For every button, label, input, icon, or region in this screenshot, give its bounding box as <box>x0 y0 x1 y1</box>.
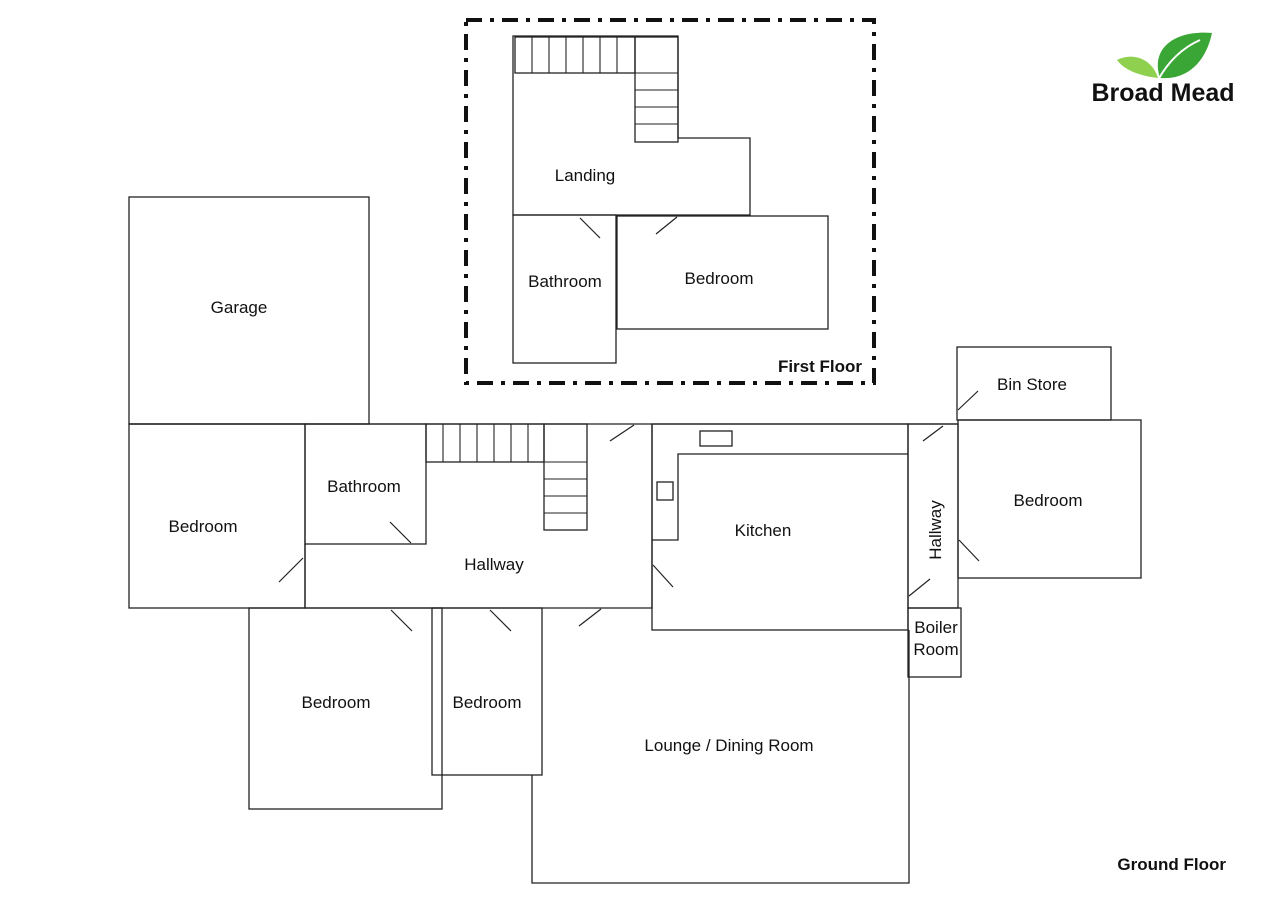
door <box>958 539 980 562</box>
door <box>655 216 678 235</box>
first-floor-bedroom-label: Bedroom <box>685 269 754 288</box>
kitchen-appliance <box>656 481 674 501</box>
door <box>922 425 944 442</box>
first-floor-title: First Floor <box>778 357 862 376</box>
bedroom-east-room <box>957 419 1142 579</box>
first-floor-bathroom-label: Bathroom <box>528 272 602 291</box>
door <box>578 608 602 627</box>
boiler-room-label-line2: Room <box>913 640 958 659</box>
ground-floor-title: Ground Floor <box>1117 855 1226 874</box>
main-hallway-room <box>304 424 653 609</box>
door <box>609 424 635 442</box>
kitchen-worktop <box>652 453 908 541</box>
stair-treads <box>531 37 618 73</box>
bedroom-west-label: Bedroom <box>169 517 238 536</box>
bedroom-south-b-label: Bedroom <box>453 693 522 712</box>
door <box>489 609 512 632</box>
bin-store-label: Bin Store <box>997 375 1067 394</box>
landing-label: Landing <box>555 166 616 185</box>
bedroom-east-label: Bedroom <box>1014 491 1083 510</box>
bedroom-south-b-room <box>431 607 543 776</box>
boiler-room <box>907 607 962 678</box>
first-floor-bedroom-room <box>616 215 829 330</box>
lounge-label: Lounge / Dining Room <box>644 736 813 755</box>
first-floor-frame <box>464 18 876 385</box>
ground-bathroom-room <box>304 423 427 545</box>
door <box>390 609 413 632</box>
lounge-dining-room <box>531 630 910 884</box>
brand-logo: Broad Mead <box>1091 32 1235 107</box>
door <box>652 564 674 588</box>
bedroom-south-a-room <box>248 607 443 810</box>
ground-stairs-horizontal <box>425 423 545 463</box>
stair-treads <box>442 424 529 462</box>
bedroom-west-room <box>128 423 306 609</box>
dark-leaf-icon <box>1157 32 1212 79</box>
ground-bathroom-label: Bathroom <box>327 477 401 496</box>
first-floor-bathroom-room <box>512 214 617 364</box>
boiler-room-label-line1: Boiler <box>914 618 958 637</box>
door <box>957 390 979 411</box>
garage-label: Garage <box>211 298 268 317</box>
stair-treads <box>544 461 587 514</box>
kitchen-label: Kitchen <box>735 521 792 540</box>
leaf-stem-icon <box>1157 39 1201 81</box>
ground-stairs-vertical <box>543 423 588 531</box>
side-hallway-label: Hallway <box>926 500 945 560</box>
kitchen-sink <box>699 430 733 447</box>
door <box>278 557 304 583</box>
light-leaf-icon <box>1117 56 1158 78</box>
stair-treads <box>635 72 678 125</box>
bedroom-south-a-label: Bedroom <box>302 693 371 712</box>
door <box>908 578 931 597</box>
brand-name: Broad Mead <box>1091 79 1234 107</box>
main-hallway-label: Hallway <box>464 555 524 574</box>
door <box>389 521 412 544</box>
door <box>579 217 601 239</box>
